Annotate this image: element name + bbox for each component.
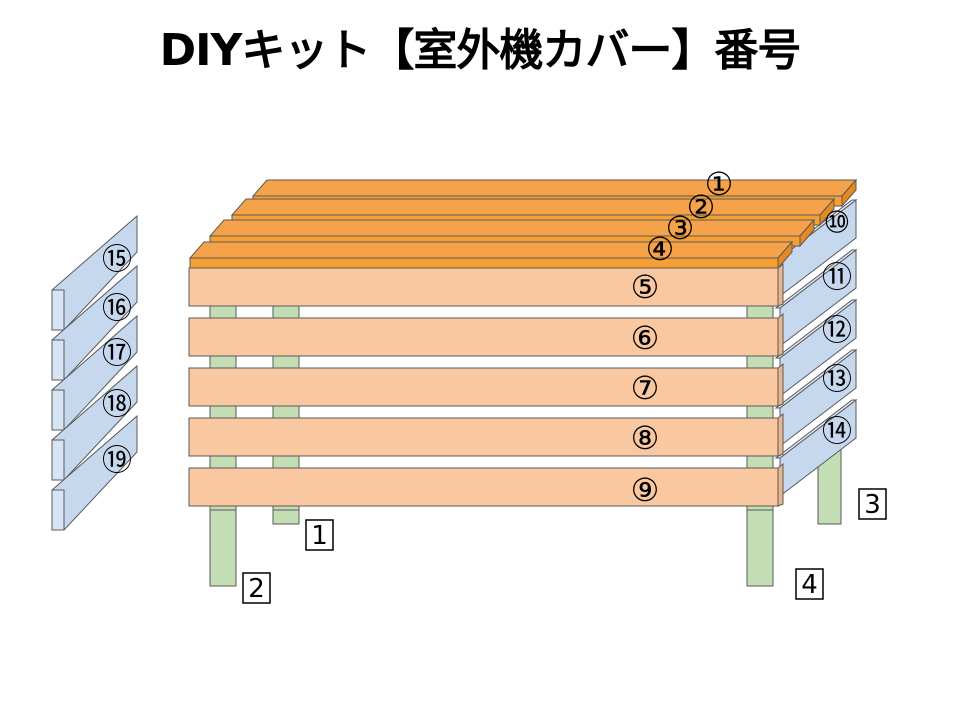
left-side-label: ⑯ xyxy=(102,292,132,327)
top-board-label: ① xyxy=(705,165,734,203)
right-side-board-edge xyxy=(774,349,858,409)
leg-label-4: 4 xyxy=(795,568,824,600)
front-board-label: ⑤ xyxy=(631,268,660,306)
right-side-label: ⑪ xyxy=(822,261,852,296)
leg-label-text: 1 xyxy=(311,521,328,551)
left-side-label: ⑮ xyxy=(102,243,132,278)
front-board-end xyxy=(777,362,784,407)
leg-label-box xyxy=(305,519,334,551)
leg-label-text: 4 xyxy=(801,570,818,600)
leg-label-1: 1 xyxy=(305,519,334,551)
left-side-board-end xyxy=(51,489,65,531)
top-boards xyxy=(188,178,858,270)
top-board-surface xyxy=(251,179,858,197)
leg-label-box xyxy=(858,488,887,520)
top-board-surface xyxy=(188,241,794,259)
leg-label-text: 3 xyxy=(864,490,881,520)
page-title: DIYキット【室外機カバー】番号 xyxy=(159,25,802,76)
front-board xyxy=(188,367,779,407)
top-board-face xyxy=(189,257,779,269)
front-left-leg xyxy=(209,509,237,587)
back-left-leg-foot xyxy=(272,509,300,525)
top-board-surface xyxy=(230,198,836,216)
front-board-label: ⑨ xyxy=(631,471,660,509)
left-side-board-end xyxy=(51,289,65,331)
front-board-end xyxy=(777,262,784,307)
top-board-end xyxy=(841,178,857,208)
front-board-label: ⑥ xyxy=(631,319,660,357)
leg-label-box xyxy=(795,568,824,600)
front-board xyxy=(188,267,779,307)
left-side-label: ⑰ xyxy=(102,337,132,372)
front-board xyxy=(188,317,779,357)
top-board-end xyxy=(777,240,793,270)
front-boards xyxy=(188,262,784,507)
front-board-end xyxy=(777,412,784,457)
top-board-label: ④ xyxy=(646,230,675,268)
top-board-surface xyxy=(208,219,816,237)
front-right-leg xyxy=(746,509,774,587)
front-board-end xyxy=(777,312,784,357)
left-side-panel xyxy=(51,214,138,531)
leg-label-text: 2 xyxy=(248,574,265,604)
front-board xyxy=(188,417,779,457)
left-side-board-end xyxy=(51,439,65,481)
right-side-label: ⑭ xyxy=(822,415,852,450)
left-side-board-end xyxy=(51,389,65,431)
front-board-label: ⑦ xyxy=(631,369,660,407)
right-side-board-edge xyxy=(774,249,858,309)
leg-label-2: 2 xyxy=(242,572,271,604)
front-board-label: ⑧ xyxy=(631,419,660,457)
left-side-board-end xyxy=(51,339,65,381)
top-board-label: ③ xyxy=(666,209,695,247)
right-side-board-edge xyxy=(774,299,858,359)
right-side-label: ⑬ xyxy=(822,363,852,398)
top-board-end xyxy=(799,218,815,248)
top-board-end xyxy=(819,197,835,227)
right-side-label: ⑫ xyxy=(822,314,852,349)
right-side-board-edge xyxy=(774,399,858,459)
front-board xyxy=(188,467,779,507)
top-board-label: ② xyxy=(687,188,716,226)
front-legs xyxy=(209,509,774,587)
leg-label-3: 3 xyxy=(858,488,887,520)
right-side-label: ⑩ xyxy=(824,206,851,241)
front-board-end xyxy=(777,462,784,507)
left-side-label: ⑱ xyxy=(102,388,132,423)
left-side-label: ⑲ xyxy=(102,444,132,479)
leg-label-box xyxy=(242,572,271,604)
